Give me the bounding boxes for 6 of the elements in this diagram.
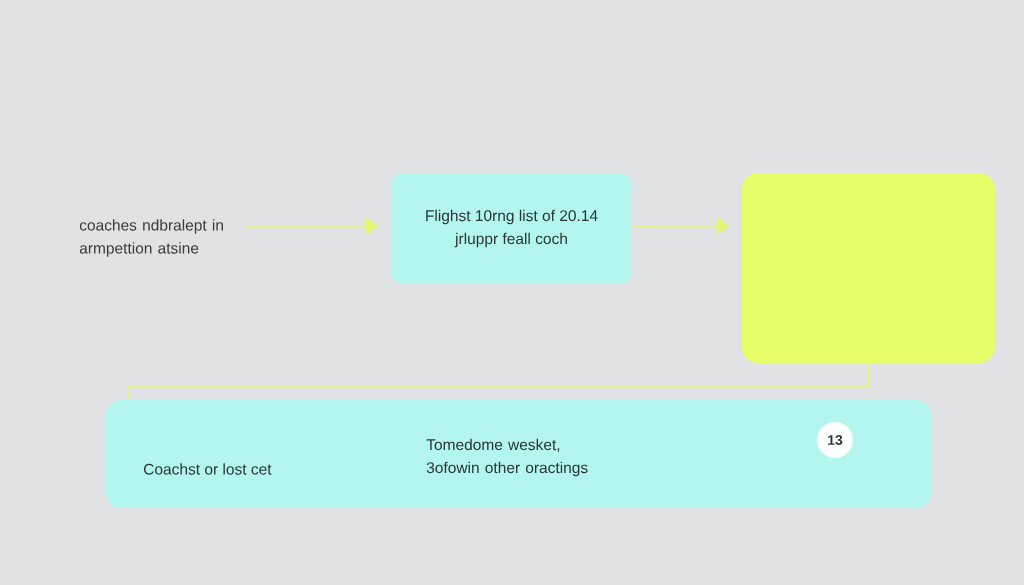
arrow bbox=[243, 217, 379, 235]
text-label: coaches ndbralept in armpettion atsine bbox=[79, 219, 223, 257]
arrow bbox=[631, 217, 730, 235]
process-box: Flighst 10rng list of 20.14 jrluppr feall coch bbox=[391, 173, 632, 284]
connector-line bbox=[127, 362, 870, 401]
empty-box bbox=[742, 173, 995, 363]
